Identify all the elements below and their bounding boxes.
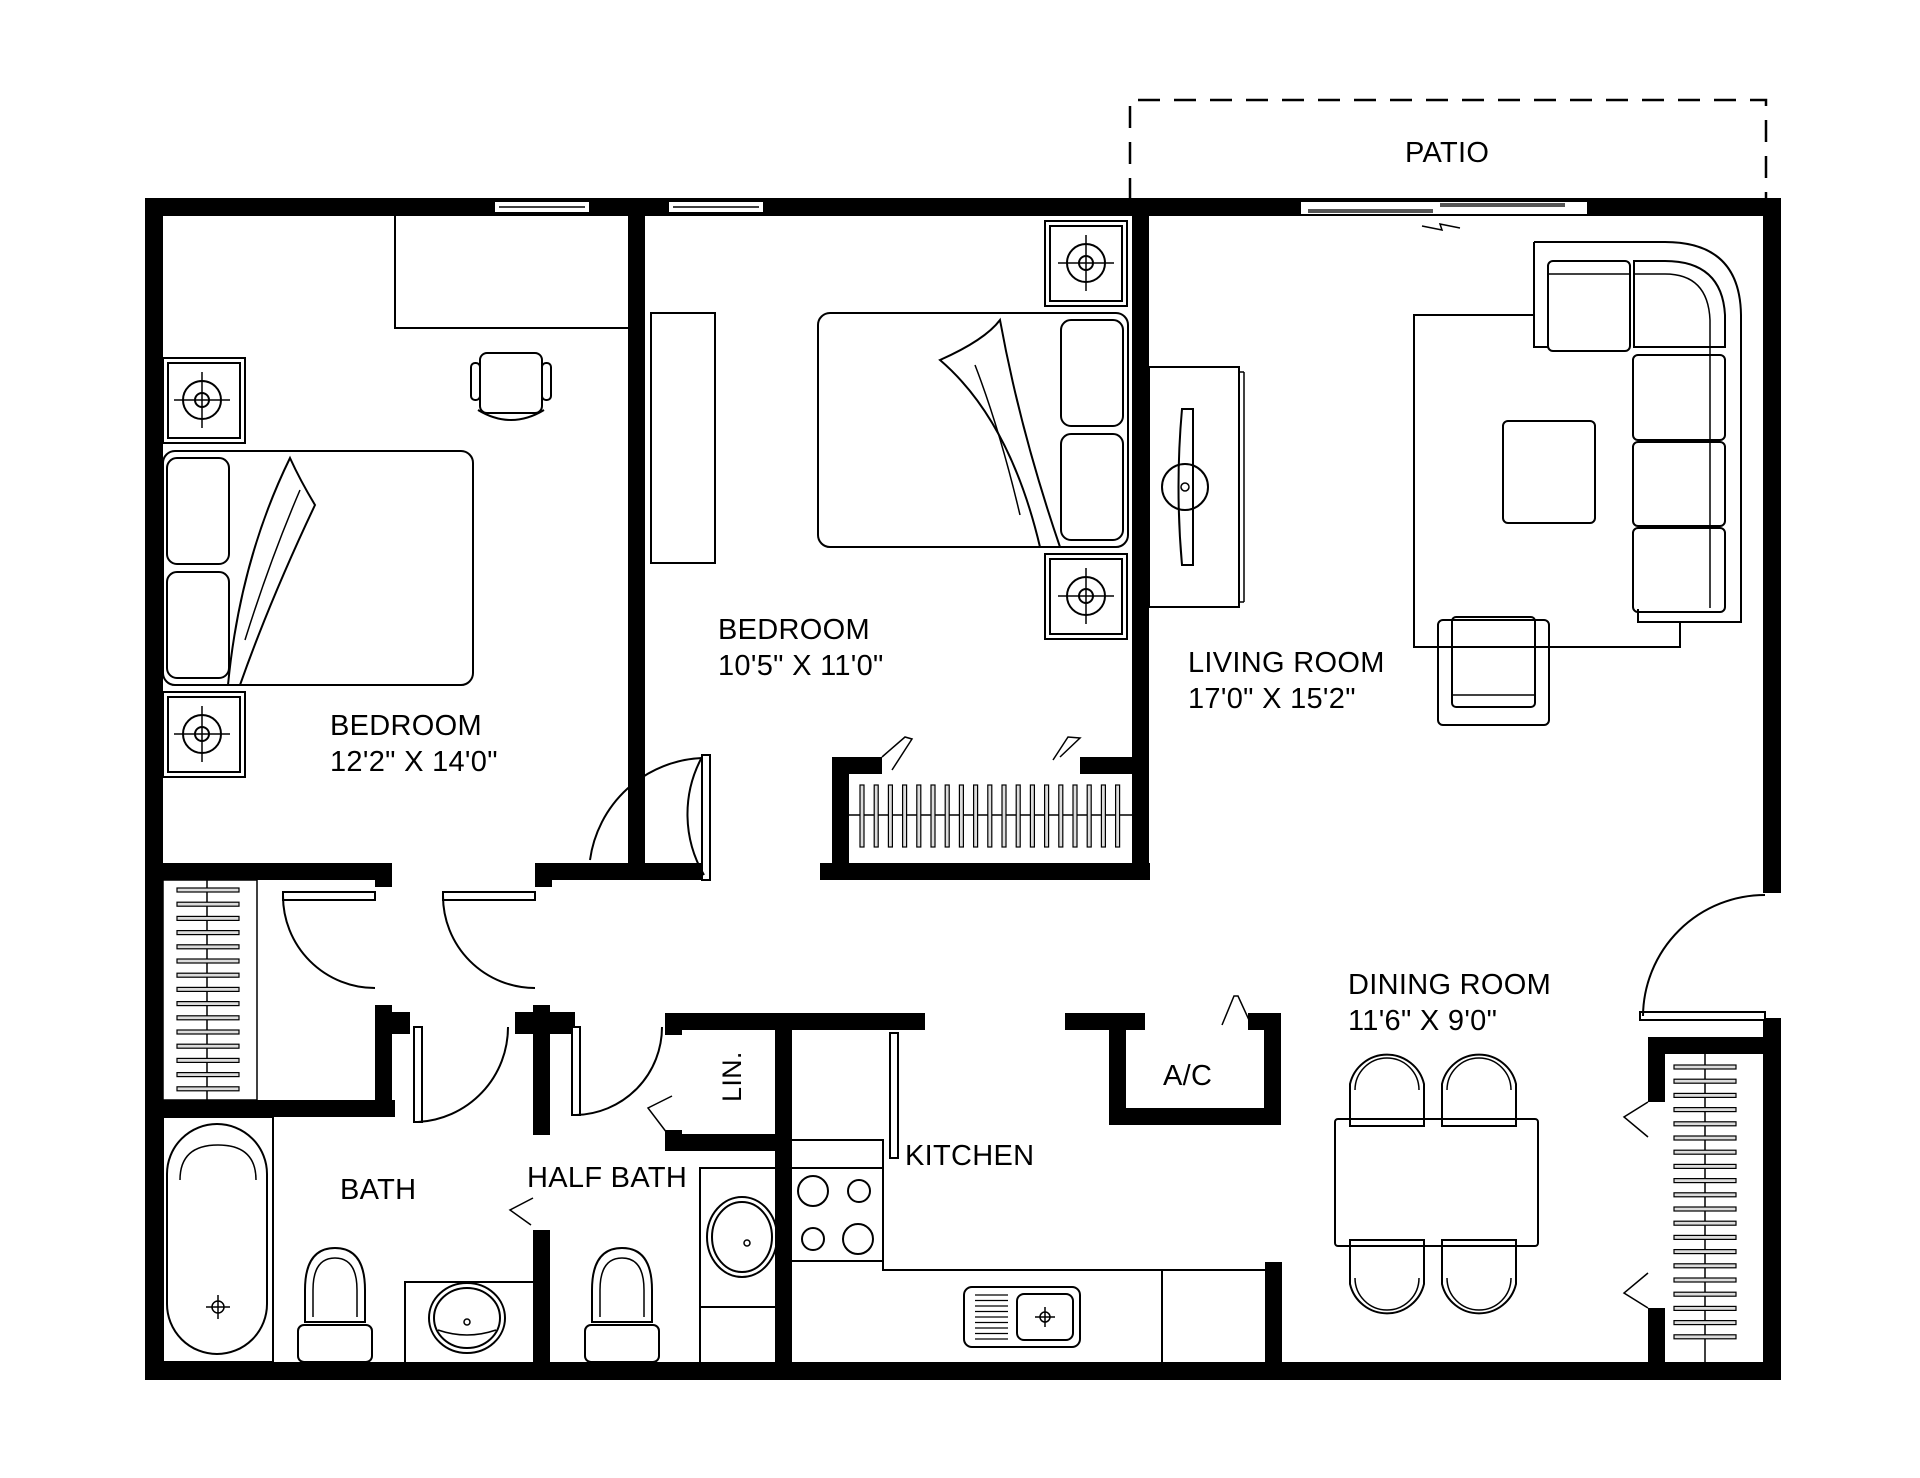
room-name: BEDROOM — [330, 710, 482, 742]
door-icon[interactable] — [413, 1026, 510, 1123]
room-name: LIVING ROOM — [1188, 647, 1385, 679]
bifold-door-icon[interactable] — [1221, 995, 1250, 1026]
armchair-icon — [1437, 616, 1550, 726]
bifold-door-icon[interactable] — [1622, 1101, 1649, 1309]
room-name: LIN. — [717, 1051, 747, 1102]
stove-icon — [797, 1175, 874, 1255]
door-icon[interactable] — [282, 891, 376, 989]
pantry-door-icon[interactable] — [889, 1032, 899, 1159]
room-dimensions: 12'2" X 14'0" — [330, 746, 498, 778]
bed-icon — [817, 312, 1129, 548]
sliding-door-icon[interactable] — [1299, 200, 1589, 231]
room-dimensions: 11'6" X 9'0" — [1348, 1005, 1498, 1037]
toilet-icon — [584, 1246, 660, 1363]
kitchen-sink-icon — [963, 1286, 1081, 1348]
toilet-icon — [297, 1246, 373, 1363]
nightstand-lamp-icon — [162, 691, 246, 778]
dining-chair-icon — [1349, 1053, 1425, 1127]
room-label-dining-room: DINING ROOM 11'6" X 9'0" — [1348, 967, 1551, 1039]
room-name: PATIO — [1405, 137, 1490, 169]
dresser — [650, 312, 716, 564]
window-icon — [667, 200, 765, 214]
room-name: KITCHEN — [905, 1140, 1035, 1172]
bifold-door-icon[interactable] — [881, 736, 1082, 771]
closet-hangers — [1673, 1064, 1737, 1340]
room-label-bath: BATH — [340, 1172, 416, 1208]
dining-chair-icon — [1441, 1053, 1517, 1127]
door-icon[interactable] — [589, 754, 711, 881]
window-icon — [493, 200, 591, 214]
closet-rod-icon — [162, 879, 258, 1101]
sink-icon — [706, 1196, 778, 1278]
coffee-table-icon — [1502, 420, 1596, 524]
bathtub-icon — [162, 1116, 274, 1363]
bed-icon — [162, 450, 474, 686]
bifold-door-icon[interactable] — [508, 1095, 673, 1226]
nightstand-lamp-icon — [1044, 220, 1128, 307]
room-label-linen: LIN. — [714, 1051, 750, 1102]
room-label-bedroom-2: BEDROOM 10'5" X 11'0" — [718, 612, 884, 684]
room-name: A/C — [1163, 1060, 1213, 1092]
room-name: BEDROOM — [718, 614, 870, 646]
room-label-kitchen: KITCHEN — [905, 1138, 1034, 1174]
dining-table-icon — [1334, 1118, 1539, 1247]
nightstand-lamp-icon — [1044, 553, 1128, 640]
door-icon[interactable] — [571, 1026, 663, 1116]
desk-chair-icon — [470, 352, 552, 421]
dining-chair-icon — [1349, 1239, 1425, 1315]
sink-icon — [428, 1282, 506, 1354]
room-dimensions: 17'0" X 15'2" — [1188, 683, 1356, 715]
closet-hangers — [859, 784, 1121, 848]
interior-walls — [145, 198, 1781, 1380]
vanity — [404, 1281, 533, 1362]
room-label-half-bath: HALF BATH — [527, 1160, 687, 1196]
room-label-ac: A/C — [1163, 1058, 1212, 1094]
kitchen-counters — [792, 1139, 1265, 1362]
room-name: HALF BATH — [527, 1162, 688, 1194]
room-name: DINING ROOM — [1348, 969, 1552, 1001]
room-dimensions: 10'5" X 11'0" — [718, 650, 884, 682]
door-icon[interactable] — [442, 891, 536, 989]
vanity — [699, 1167, 775, 1362]
sectional-sofa-icon — [1533, 241, 1742, 623]
nightstand-lamp-icon — [162, 357, 246, 444]
entry-door-icon[interactable] — [1639, 894, 1766, 1021]
room-name: BATH — [340, 1174, 417, 1206]
desk — [394, 216, 628, 329]
room-label-bedroom-1: BEDROOM 12'2" X 14'0" — [330, 708, 498, 780]
dining-chair-icon — [1441, 1239, 1517, 1315]
patio-label: PATIO — [1405, 135, 1489, 171]
patio-outline — [1128, 98, 1768, 200]
tv-stand-icon — [1148, 366, 1245, 608]
room-label-living-room: LIVING ROOM 17'0" X 15'2" — [1188, 645, 1385, 717]
rug — [1413, 314, 1681, 648]
